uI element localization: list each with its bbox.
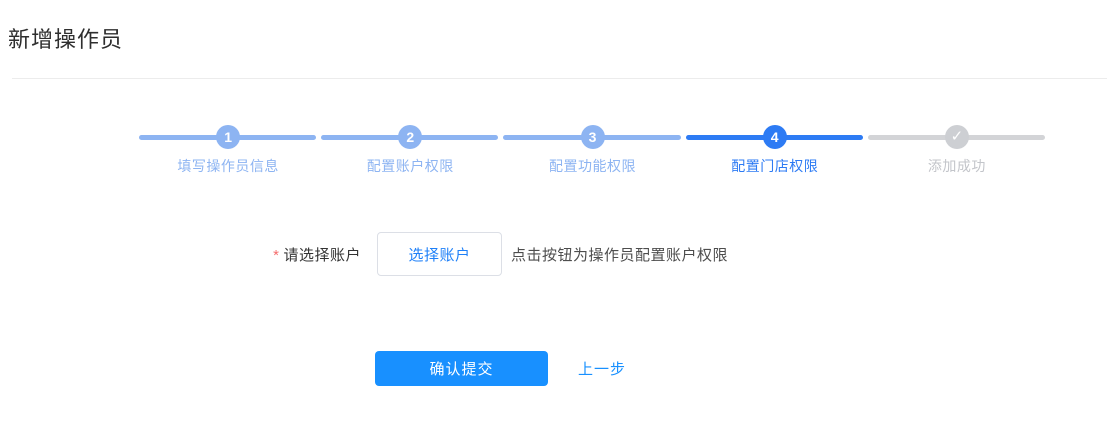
required-asterisk: * xyxy=(273,246,280,264)
step-3-number-badge: 3 xyxy=(580,125,605,149)
confirm-submit-button[interactable]: 确认提交 xyxy=(375,351,548,386)
action-bar: 确认提交 上一步 xyxy=(375,351,626,386)
step-5-label: 添加成功 xyxy=(927,158,986,174)
step-1-fill-operator-info: 1 填写操作员信息 xyxy=(137,125,319,176)
step-4-store-permissions: 4 配置门店权限 xyxy=(684,125,866,176)
step-1-number-badge: 1 xyxy=(216,125,241,149)
select-account-button[interactable]: 选择账户 xyxy=(377,232,502,276)
previous-step-link[interactable]: 上一步 xyxy=(578,361,627,378)
step-4-label: 配置门店权限 xyxy=(731,158,819,174)
page-title: 新增操作员 xyxy=(8,27,124,52)
step-wizard: 1 填写操作员信息 2 配置账户权限 3 配置功能权限 4 配置门店权限 ✓ 添… xyxy=(137,125,1048,176)
step-4-number-badge: 4 xyxy=(762,125,787,149)
check-icon: ✓ xyxy=(944,125,969,149)
select-account-hint: 点击按钮为操作员配置账户权限 xyxy=(511,246,729,264)
step-2-number-badge: 2 xyxy=(398,125,423,149)
step-2-account-permissions: 2 配置账户权限 xyxy=(319,125,501,176)
field-label-text: 请选择账户 xyxy=(283,246,361,264)
step-2-label: 配置账户权限 xyxy=(366,158,454,174)
step-5-success: ✓ 添加成功 xyxy=(866,125,1048,176)
divider xyxy=(12,78,1107,79)
select-account-field-label: *请选择账户 xyxy=(0,244,361,265)
step-3-function-permissions: 3 配置功能权限 xyxy=(501,125,683,176)
step-1-label: 填写操作员信息 xyxy=(177,158,279,174)
select-account-form-row: *请选择账户 选择账户 点击按钮为操作员配置账户权限 xyxy=(0,232,1119,276)
step-3-label: 配置功能权限 xyxy=(549,158,636,174)
